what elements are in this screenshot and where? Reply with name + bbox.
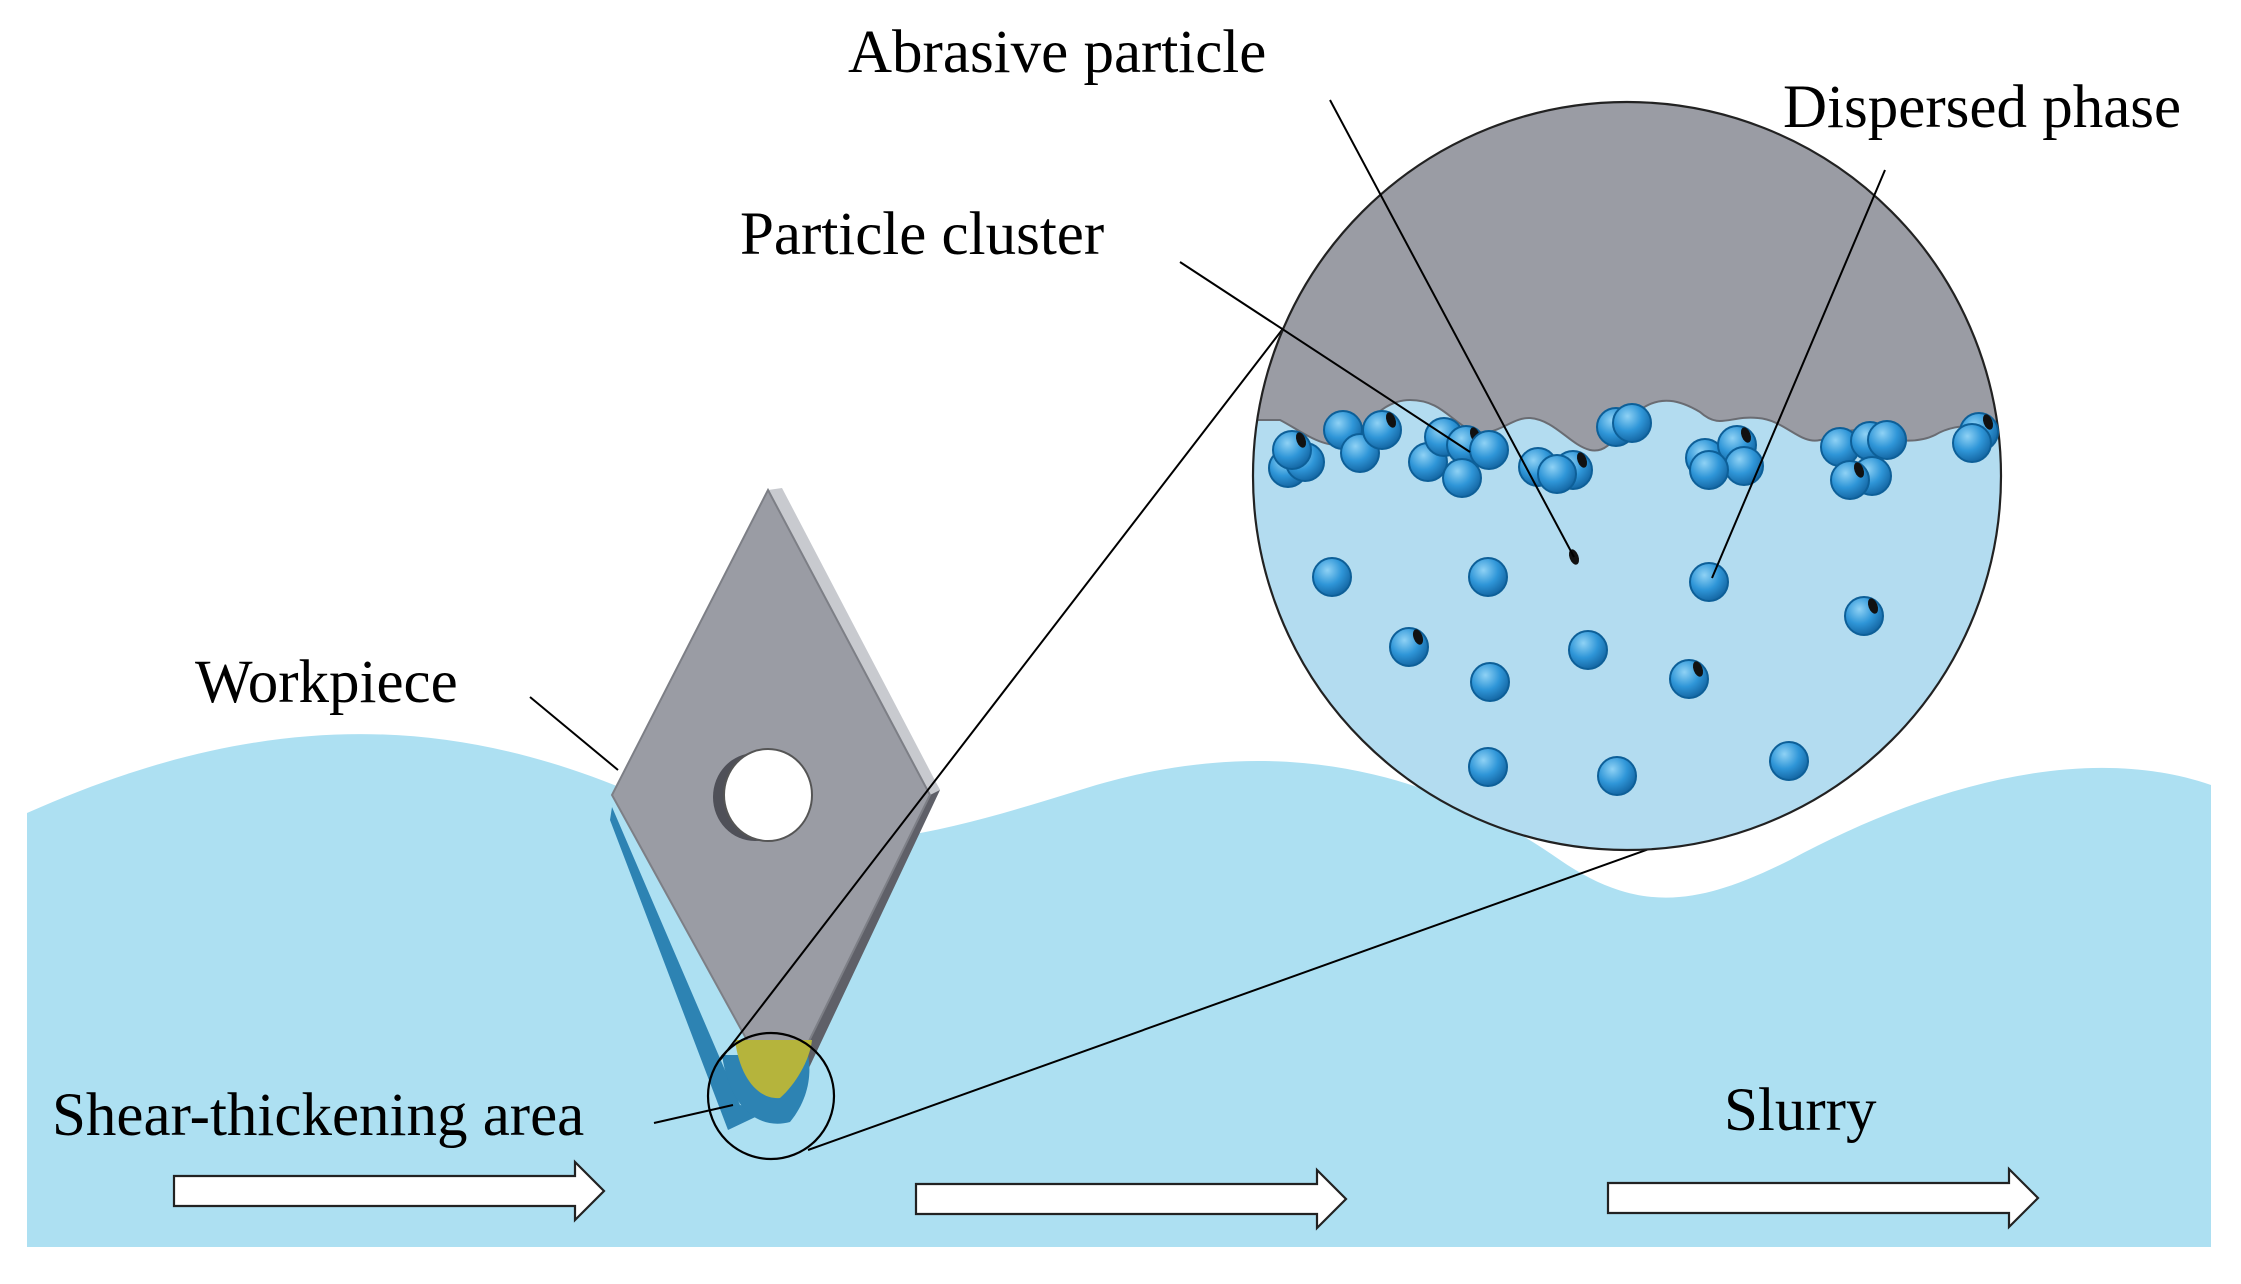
abrasive-particle: [1867, 598, 1879, 614]
dispersed-particle: [1389, 627, 1429, 667]
abrasive-particle: [1385, 412, 1397, 428]
dispersed-particle: [1952, 423, 1992, 463]
dispersed-particle: [1312, 557, 1352, 597]
label-particle-cluster: Particle cluster: [740, 201, 1104, 268]
label-workpiece: Workpiece: [195, 649, 458, 716]
slurry-body: [27, 734, 2211, 1247]
abrasive-particle: [1576, 452, 1588, 468]
magnified-view: [1251, 100, 2003, 852]
workpiece-hole: [723, 748, 813, 842]
dispersed-particle: [1689, 450, 1729, 490]
dispersed-particle: [1830, 460, 1870, 500]
dispersed-particle: [1362, 410, 1402, 450]
abrasive-particle: [1692, 661, 1704, 677]
dispersed-particle: [1568, 630, 1608, 670]
particles: [1268, 403, 1999, 796]
dispersed-particle: [1272, 430, 1312, 470]
zoom-circle-border: [1251, 100, 2003, 852]
label-shear-thickening-area: Shear-thickening area: [52, 1082, 584, 1149]
workpiece-side: [772, 490, 940, 1085]
label-dispersed-phase: Dispersed phase: [1783, 74, 2181, 141]
zoom-source-circle: [706, 1031, 836, 1161]
abrasive-particle: [1740, 427, 1752, 443]
dispersed-particle: [1612, 403, 1652, 443]
abrasive-particle: [1853, 462, 1865, 478]
shear-thickening-zone: [706, 1031, 836, 1161]
label-slurry: Slurry: [1724, 1077, 1877, 1144]
dispersed-particle: [1537, 454, 1577, 494]
abrasive-particle: [1295, 432, 1307, 448]
arrow-right-icon: [1606, 1166, 2040, 1230]
arrow-right-icon: [172, 1159, 606, 1223]
dispersed-particle: [1597, 756, 1637, 796]
dispersed-particle: [1442, 458, 1482, 498]
dispersed-particle: [1867, 420, 1907, 460]
abrasive-particle: [1412, 629, 1424, 645]
leader-lines: [529, 99, 1886, 1124]
arrow-right-icon: [914, 1167, 1348, 1231]
zoom-workpiece-surface: [1253, 102, 2001, 452]
dispersed-particle: [1669, 659, 1709, 699]
label-abrasive-particle: Abrasive particle: [848, 19, 1266, 86]
workpiece-top-edge: [768, 488, 940, 795]
zoom-projection-lines: [719, 277, 1773, 1151]
dispersed-particle: [1844, 596, 1884, 636]
dispersed-particle: [1470, 662, 1510, 702]
dispersed-particle: [1689, 562, 1729, 602]
dispersed-particle: [1468, 557, 1508, 597]
workpiece: [610, 487, 940, 1130]
flow-arrows: [172, 1159, 2040, 1231]
dispersed-particle: [1468, 747, 1508, 787]
dispersed-particle: [1769, 741, 1809, 781]
dispersed-particle: [1469, 430, 1509, 470]
abrasive-particle: [1982, 414, 1994, 430]
dispersed-particle: [1724, 446, 1764, 486]
